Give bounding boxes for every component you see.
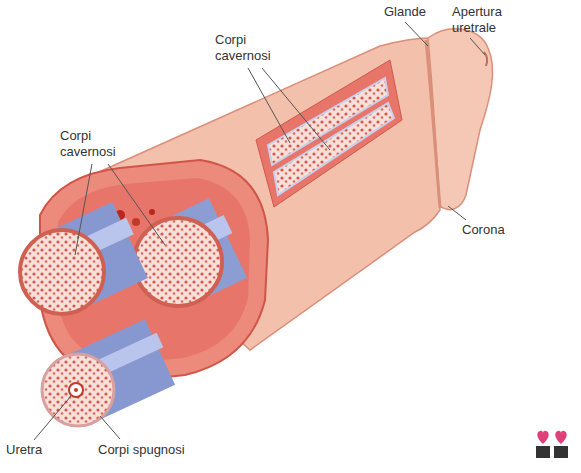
cavernous-end (134, 218, 222, 306)
part-label: Corpi cavernosi (60, 128, 130, 159)
part-label: Glande (384, 4, 426, 20)
watermark-icon (536, 431, 568, 458)
vessel (149, 209, 155, 215)
part-label: Corpi cavernosi (215, 32, 285, 63)
part-label: Apertura uretrale (452, 4, 514, 35)
heart (555, 431, 566, 444)
vessel (132, 218, 140, 226)
cavernous-end (20, 230, 104, 314)
leader-line (75, 164, 92, 255)
heart (537, 431, 548, 444)
leader-line (248, 68, 290, 143)
part-label: Corona (462, 222, 505, 238)
leader-line (100, 416, 120, 439)
leader-line (448, 206, 466, 220)
spongy-end (42, 354, 114, 426)
leader-line (405, 22, 428, 46)
corona-ridge (426, 40, 440, 208)
urethra (69, 383, 83, 397)
icon-box (536, 446, 550, 458)
leader-line (34, 396, 71, 440)
leader-lines (34, 22, 485, 440)
leader-line (108, 164, 165, 245)
part-label: Corpi spugnosi (98, 442, 185, 458)
cutaway-window (256, 60, 402, 207)
leader-line (262, 68, 330, 150)
part-label: Uretra (6, 442, 42, 458)
leader-line (470, 38, 485, 55)
urethra-lumen (74, 388, 78, 392)
icon-box (554, 446, 568, 458)
cavernous-strip (274, 103, 394, 195)
